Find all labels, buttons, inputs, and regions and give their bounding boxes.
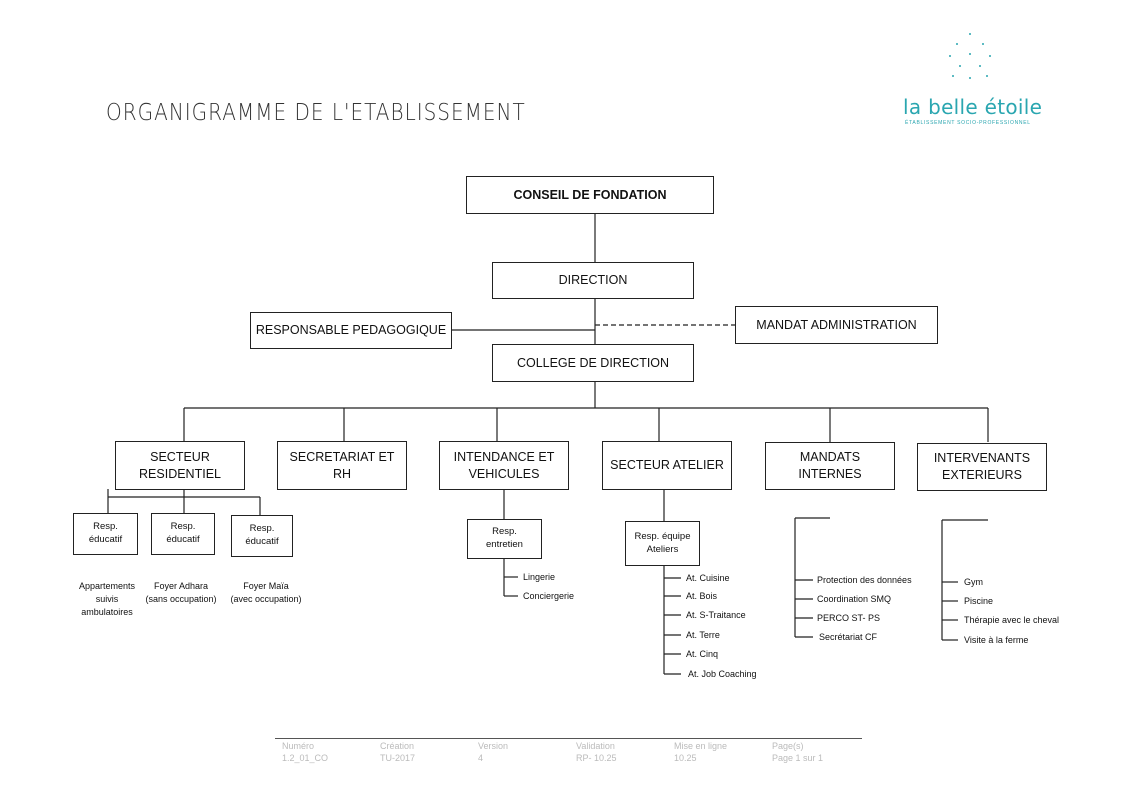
box-label: RESPONSABLE PEDAGOGIQUE [255, 323, 447, 338]
box-mandat-administration: MANDAT ADMINISTRATION [735, 306, 938, 344]
page-title: ORGANIGRAMME DE L'ETABLISSEMENT [106, 98, 526, 126]
box-label-line2: Ateliers [646, 543, 679, 555]
footer-col-creation: Création TU-2017 [380, 741, 415, 764]
box-label-line1: SECTEUR [150, 449, 210, 464]
footer-value: 1.2_01_CO [282, 752, 329, 763]
footer-col-mise-en-ligne: Mise en ligne 10.25 [674, 741, 727, 764]
box-intervenants-exterieurs: INTERVENANTS EXTERIEURS [917, 443, 1047, 491]
box-label-line2: éducatif [245, 536, 279, 547]
box-intendance-vehicules: INTENDANCE ET VEHICULES [439, 441, 569, 490]
label-line: suivis [95, 594, 119, 605]
box-label: COLLEGE DE DIRECTION [516, 355, 670, 370]
box-resp-educatif-2: Resp. éducatif [151, 513, 215, 555]
footer-value: TU-2017 [380, 752, 416, 763]
box-label-line1: Resp. [492, 526, 517, 538]
list-item-conciergerie: Conciergerie [523, 591, 575, 601]
list-item-therapie-cheval: Thérapie avec le cheval [964, 615, 1060, 625]
document-footer: Numéro 1.2_01_CO Création TU-2017 Versio… [275, 738, 862, 763]
list-item-at-terre: At. Terre [686, 630, 720, 640]
box-secteur-atelier: SECTEUR ATELIER [602, 441, 732, 490]
list-item-visite-ferme: Visite à la ferme [964, 635, 1029, 645]
box-label-line2: VEHICULES [468, 466, 540, 481]
footer-col-validation: Validation RP- 10.25 [576, 741, 617, 764]
list-item-gym: Gym [964, 577, 983, 587]
footer-label: Version [478, 741, 509, 751]
box-resp-educatif-1: Resp. éducatif [73, 513, 138, 555]
box-label-line2: EXTERIEURS [942, 468, 1022, 482]
box-label-line1: Resp. [249, 523, 275, 535]
box-label: DIRECTION [558, 273, 628, 288]
list-item-at-cuisine: At. Cuisine [686, 573, 730, 583]
list-item-coordination-smq: Coordination SMQ [817, 594, 892, 604]
footer-label: Création [380, 741, 415, 751]
box-label-line2: RESIDENTIEL [139, 466, 221, 481]
box-label-line1: Resp. [93, 521, 118, 533]
box-college-de-direction: COLLEGE DE DIRECTION [492, 344, 694, 382]
list-item-at-bois: At. Bois [686, 591, 718, 601]
label-line: Foyer Adhara [153, 581, 209, 591]
label-foyer-adhara: Foyer Adhara (sans occupation) [138, 580, 224, 606]
box-label-line1: INTERVENANTS [933, 451, 1031, 466]
footer-col-numero: Numéro 1.2_01_CO [282, 741, 328, 764]
box-label-line1: Resp. équipe [634, 530, 691, 542]
box-label: MANDAT ADMINISTRATION [756, 317, 917, 332]
list-item-at-job-coaching: At. Job Coaching [688, 669, 757, 679]
box-conseil-de-fondation: CONSEIL DE FONDATION [466, 176, 714, 214]
logo: la belle étoile ÉTABLISSEMENT SOCIO-PROF… [900, 30, 1045, 130]
list-item-at-cinq: At. Cinq [686, 649, 719, 659]
footer-value: RP- 10.25 [576, 752, 617, 763]
list-item-lingerie: Lingerie [523, 572, 556, 582]
box-label-line1: MANDATS [799, 450, 861, 465]
box-secretariat-rh: SECRETARIAT ET RH [277, 441, 407, 490]
box-label-line1: SECRETARIAT ET [289, 449, 395, 464]
label-foyer-maia: Foyer Maïa (avec occupation) [223, 580, 309, 606]
label-line: (avec occupation) [230, 594, 302, 605]
label-line: ambulatoires [81, 607, 133, 618]
star-dots-icon [949, 33, 991, 79]
footer-value: 10.25 [674, 752, 697, 763]
box-resp-entretien: Resp. entretien [467, 519, 542, 559]
box-label-line1: Resp. [170, 521, 196, 533]
box-label-line2: RH [332, 466, 352, 481]
box-label-line2: entretien [486, 539, 523, 550]
box-responsable-pedagogique: RESPONSABLE PEDAGOGIQUE [250, 312, 452, 349]
label-line: Appartements [78, 581, 136, 591]
box-label: CONSEIL DE FONDATION [513, 187, 667, 202]
box-secteur-residentiel: SECTEUR RESIDENTIEL [115, 441, 245, 490]
logo-tagline: ÉTABLISSEMENT SOCIO-PROFESSIONNEL [905, 120, 1031, 126]
list-item-at-s-traitance: At. S-Traitance [686, 610, 746, 620]
footer-label: Page(s) [772, 741, 804, 751]
box-label-line1: INTENDANCE ET [453, 449, 555, 464]
box-mandats-internes: MANDATS INTERNES [765, 442, 895, 490]
label-line: Foyer Maïa [243, 581, 289, 591]
footer-col-pages: Page(s) Page 1 sur 1 [772, 741, 823, 764]
box-direction: DIRECTION [492, 262, 694, 299]
footer-label: Numéro [282, 741, 315, 751]
label-line: (sans occupation) [145, 594, 217, 605]
footer-value: Page 1 sur 1 [772, 752, 824, 763]
label-appartements: Appartements suivis ambulatoires [64, 580, 150, 619]
list-item-piscine: Piscine [964, 596, 994, 606]
logo-name: la belle étoile [903, 95, 1043, 119]
list-item-perco: PERCO ST- PS [817, 613, 881, 623]
footer-col-version: Version 4 [478, 741, 508, 764]
footer-label: Mise en ligne [674, 741, 728, 751]
box-label: SECTEUR ATELIER [610, 458, 724, 473]
box-label-line2: éducatif [88, 534, 123, 545]
footer-value: 4 [478, 752, 484, 763]
list-item-protection-donnees: Protection des données [817, 575, 912, 585]
box-resp-educatif-3: Resp. éducatif [231, 515, 293, 557]
footer-label: Validation [576, 741, 615, 751]
box-label-line2: éducatif [166, 534, 200, 545]
list-item-secretariat-cf: Secrétariat CF [819, 632, 878, 642]
box-label-line2: INTERNES [798, 467, 862, 481]
box-resp-equipe-ateliers: Resp. équipe Ateliers [625, 521, 700, 566]
